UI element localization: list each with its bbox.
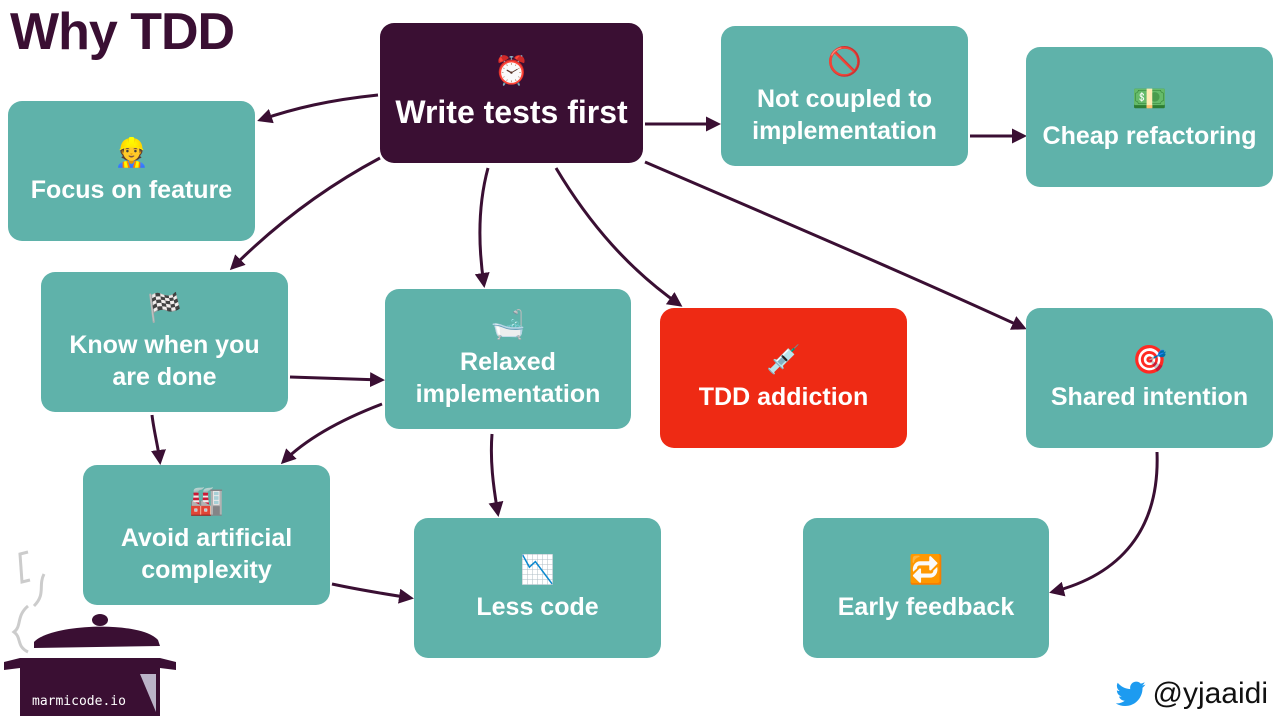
logo-text: marmicode.io [32,694,126,709]
arrow-write-to-shared [644,160,1027,330]
node-label: TDD addiction [698,383,869,411]
node-label: Avoid artificial complexity [120,524,293,584]
node-not-coupled: 🚫 Not coupled to implementation [721,26,968,166]
arrow-avoid-to-less [331,582,414,604]
arrow-relaxed-to-less [488,433,504,517]
arrow-know-to-avoid [150,414,166,465]
repeat-arrows-icon: 🔁 [908,553,944,586]
node-cheap-refactoring: 💵 Cheap refactoring [1026,47,1273,187]
node-label: Shared intention [1050,383,1249,411]
node-label: Relaxed implementation [415,348,601,408]
construction-worker-icon: 👷 [114,136,149,169]
cooking-pot-icon [4,550,176,716]
dollar-banknote-icon: 💵 [1132,82,1167,115]
page-title: Why TDD [10,3,235,61]
arrow-write-to-know [229,156,381,271]
node-focus-on-feature: 👷 Focus on feature [8,101,255,241]
arrow-write-to-focus [257,93,379,124]
node-tdd-addiction: 💉 TDD addiction [660,308,907,448]
syringe-icon: 💉 [766,343,801,376]
factory-icon: 🏭 [189,484,224,517]
arrow-relaxed-to-avoid [280,402,383,465]
node-label: Write tests first [395,94,628,130]
node-avoid-artificial-complexity: 🏭 Avoid artificial complexity [83,465,330,605]
node-write-tests-first: ⏰ Write tests first [380,23,643,163]
node-shared-intention: 🎯 Shared intention [1026,308,1273,448]
node-label: Less code [476,593,599,621]
handle-text: @yjaaidi [1152,677,1268,710]
chart-decreasing-icon: 📉 [520,553,555,586]
twitter-handle[interactable]: @yjaaidi [1116,677,1268,711]
twitter-bird-icon [1116,681,1146,706]
arrow-know-to-relaxed [289,372,385,388]
arrow-shared-to-early [1049,451,1159,597]
node-label: Cheap refactoring [1042,122,1257,150]
node-label: Focus on feature [30,176,233,204]
node-label: Know when you are done [69,331,260,391]
node-relaxed-implementation: 🛁 Relaxed implementation [385,289,631,429]
arrow-write-to-relaxed [474,167,490,288]
node-label: Not coupled to implementation [752,85,937,145]
node-label: Early feedback [837,593,1015,621]
target-icon: 🎯 [1132,343,1167,376]
prohibited-icon: 🚫 [827,45,862,78]
bathtub-icon: 🛁 [490,308,526,341]
arrow-write-to-addiction [554,167,683,307]
node-early-feedback: 🔁 Early feedback [803,518,1049,658]
node-know-when-done: 🏁 Know when you are done [41,272,288,412]
node-less-code: 📉 Less code [414,518,661,658]
alarm-clock-icon: ⏰ [494,54,529,87]
checkered-flag-icon: 🏁 [147,291,182,324]
